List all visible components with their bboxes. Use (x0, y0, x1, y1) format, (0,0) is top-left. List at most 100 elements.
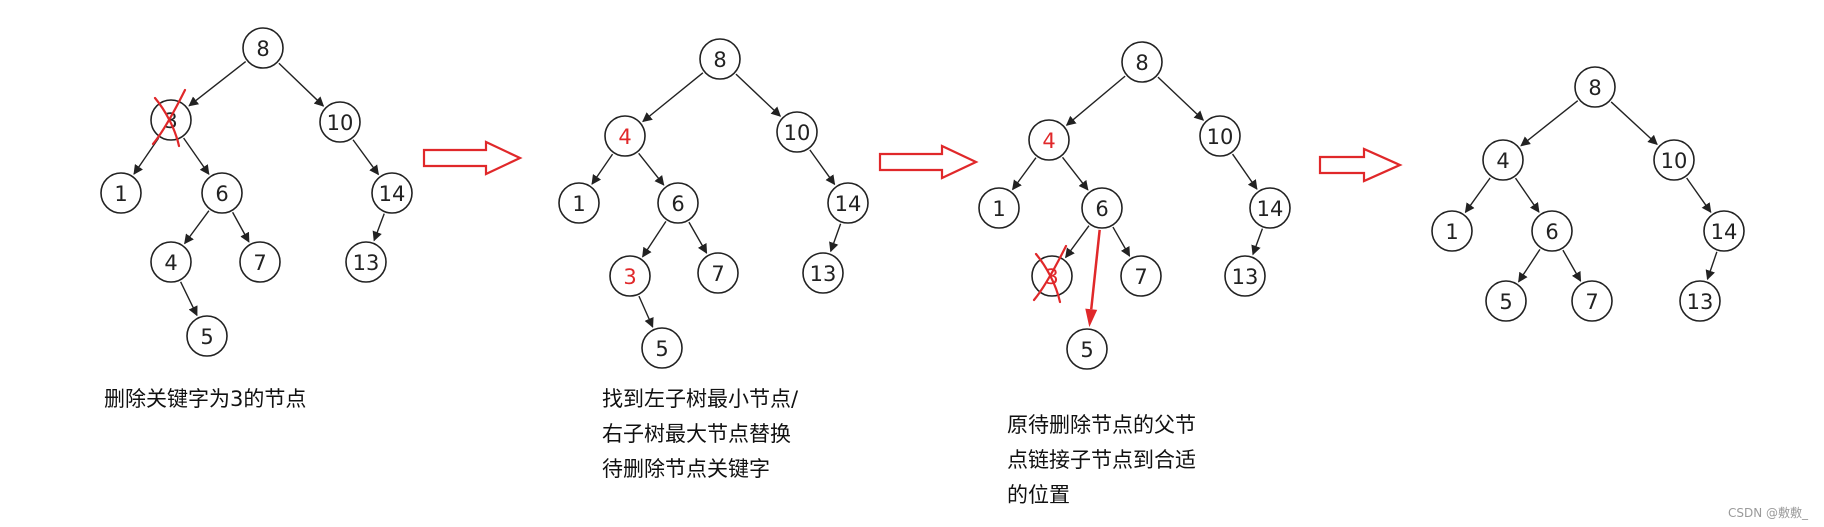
tree-edge-n6-n7 (688, 221, 708, 254)
node-circle (242, 27, 284, 69)
tree-node-5: 5 (186, 315, 228, 357)
node-label: 10 (784, 121, 811, 145)
tree-edge-n8-n3 (188, 61, 247, 107)
caption-line: 的位置 (1007, 483, 1070, 507)
tree-edge-n4-n6 (1061, 156, 1089, 191)
tree-node-13: 13 (1224, 255, 1266, 297)
node-circle (1703, 210, 1745, 252)
node-label: 10 (1661, 149, 1688, 173)
tree-node-13: 13 (345, 241, 387, 283)
tree-node-1: 1 (978, 187, 1020, 229)
tree-node-10: 10 (1199, 115, 1241, 157)
node-label: 8 (1588, 76, 1601, 100)
tree-node-14: 14 (827, 182, 869, 224)
node-label: 1 (572, 192, 585, 216)
tree-edge-n6-n7 (1112, 226, 1131, 257)
node-circle (150, 99, 192, 141)
node-circle (1120, 255, 1162, 297)
node-label: 14 (1257, 197, 1284, 221)
node-label: 6 (215, 182, 228, 206)
tree-edge-n6-n3 (1065, 225, 1090, 259)
tree-node-3: 3 (609, 255, 651, 297)
node-label: 14 (1711, 220, 1738, 244)
node-label: 13 (1687, 290, 1714, 314)
node-label: 1 (1445, 220, 1458, 244)
tree-node-7: 7 (1571, 280, 1613, 322)
node-label: 7 (253, 251, 266, 275)
tree-edge-n4-n1 (1464, 177, 1491, 214)
tree-edge-n4-n6 (1514, 177, 1540, 213)
node-circle (802, 252, 844, 294)
node-label: 10 (327, 111, 354, 135)
cross-out-mark (1032, 244, 1068, 302)
tree-edge-n8-n4 (642, 72, 704, 123)
node-label: 4 (1042, 129, 1055, 153)
tree-node-10: 10 (776, 111, 818, 153)
relink-arrow-shaft (1089, 229, 1101, 310)
tree-edge-n4-n1 (591, 153, 614, 185)
node-circle (239, 241, 281, 283)
node-circle (657, 182, 699, 224)
node-circle (699, 38, 741, 80)
tree-edge-n3-n1 (133, 137, 160, 175)
node-circle (1199, 115, 1241, 157)
tree-edge-n6-n7 (231, 211, 250, 243)
tree-node-6: 6 (1081, 187, 1123, 229)
node-circle (1482, 139, 1524, 181)
node-circle (1574, 66, 1616, 108)
caption-line: 原待删除节点的父节 (1007, 413, 1196, 437)
tree-node-14: 14 (1249, 187, 1291, 229)
node-label: 7 (1134, 265, 1147, 289)
node-circle (345, 241, 387, 283)
tree-edge-n10-n14 (1231, 153, 1258, 190)
node-label: 5 (1080, 338, 1093, 362)
cross-out-mark (151, 88, 187, 146)
node-circle (1224, 255, 1266, 297)
node-circle (1653, 139, 1695, 181)
node-circle (1571, 280, 1613, 322)
node-label: 4 (618, 125, 631, 149)
node-circle (1031, 255, 1073, 297)
node-label: 13 (1232, 265, 1259, 289)
tree-edge-n8-n10 (1157, 76, 1205, 121)
node-label: 1 (114, 182, 127, 206)
node-label: 14 (835, 192, 862, 216)
relink-arrow-head (1085, 308, 1098, 328)
tree-node-3: 3 (1031, 244, 1073, 304)
node-label: 5 (200, 325, 213, 349)
node-circle (1066, 328, 1108, 370)
step-arrow-1 (422, 140, 523, 176)
tree-node-4: 4 (1028, 119, 1070, 161)
node-label: 8 (713, 48, 726, 72)
node-circle (1531, 210, 1573, 252)
step-arrow-2 (878, 144, 979, 180)
node-label: 5 (1499, 290, 1512, 314)
node-circle (201, 172, 243, 214)
caption-line: 点链接子节点到合适 (1007, 448, 1196, 472)
tree-node-6: 6 (201, 172, 243, 214)
node-circle (1485, 280, 1527, 322)
node-label: 8 (256, 37, 269, 61)
node-label: 6 (1545, 220, 1558, 244)
tree-node-6: 6 (657, 182, 699, 224)
watermark: CSDN @敷敷_ (1728, 506, 1809, 520)
node-label: 1 (992, 197, 1005, 221)
caption-step-2: 找到左子树最小节点/ 右子树最大节点替换 待删除节点关键字 (602, 382, 798, 487)
tree-node-8: 8 (1121, 41, 1163, 83)
node-label: 8 (1135, 51, 1148, 75)
node-circle (776, 111, 818, 153)
node-circle (1028, 119, 1070, 161)
node-circle (978, 187, 1020, 229)
tree-edge-n6-n5 (1518, 249, 1541, 283)
node-label: 5 (655, 337, 668, 361)
tree-node-5: 5 (1485, 280, 1527, 322)
node-label: 14 (379, 182, 406, 206)
tree-node-8: 8 (699, 38, 741, 80)
node-circle (641, 327, 683, 369)
node-circle (186, 315, 228, 357)
node-circle (558, 182, 600, 224)
node-circle (1431, 210, 1473, 252)
